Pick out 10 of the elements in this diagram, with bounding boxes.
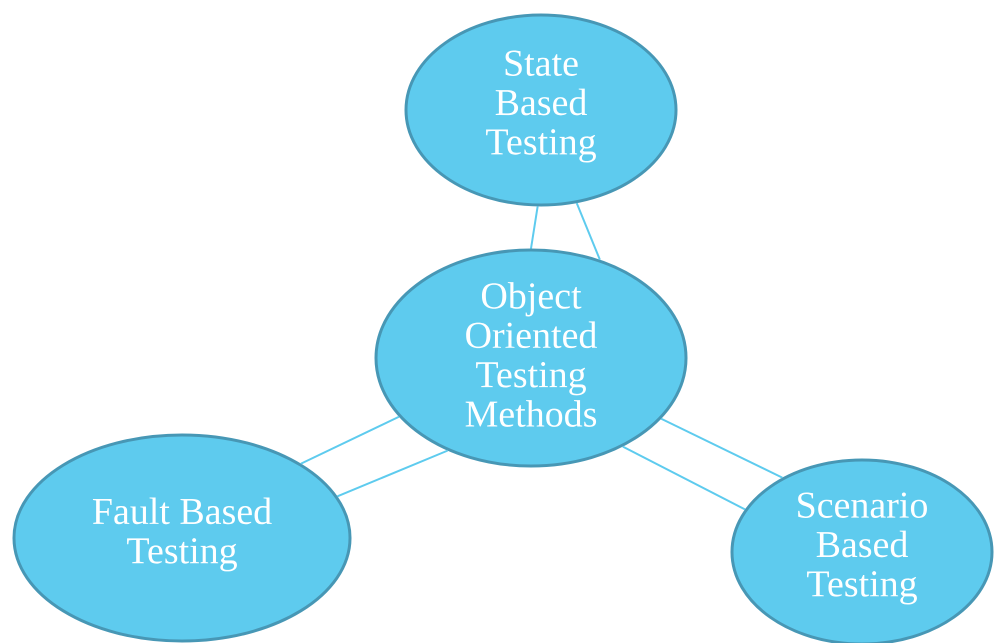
connector-line [576,202,601,260]
connector-line [622,446,746,510]
ellipse-node: Fault Based Testing [12,434,352,642]
connector-line [660,418,783,479]
ellipse-node: Scenario Based Testing [730,458,994,643]
connector-line [300,416,400,465]
ellipse-node: State Based Testing [404,14,678,206]
connector-line [530,206,539,249]
ellipse-node: Object Oriented Testing Methods [374,248,688,468]
connector-line [337,450,448,498]
